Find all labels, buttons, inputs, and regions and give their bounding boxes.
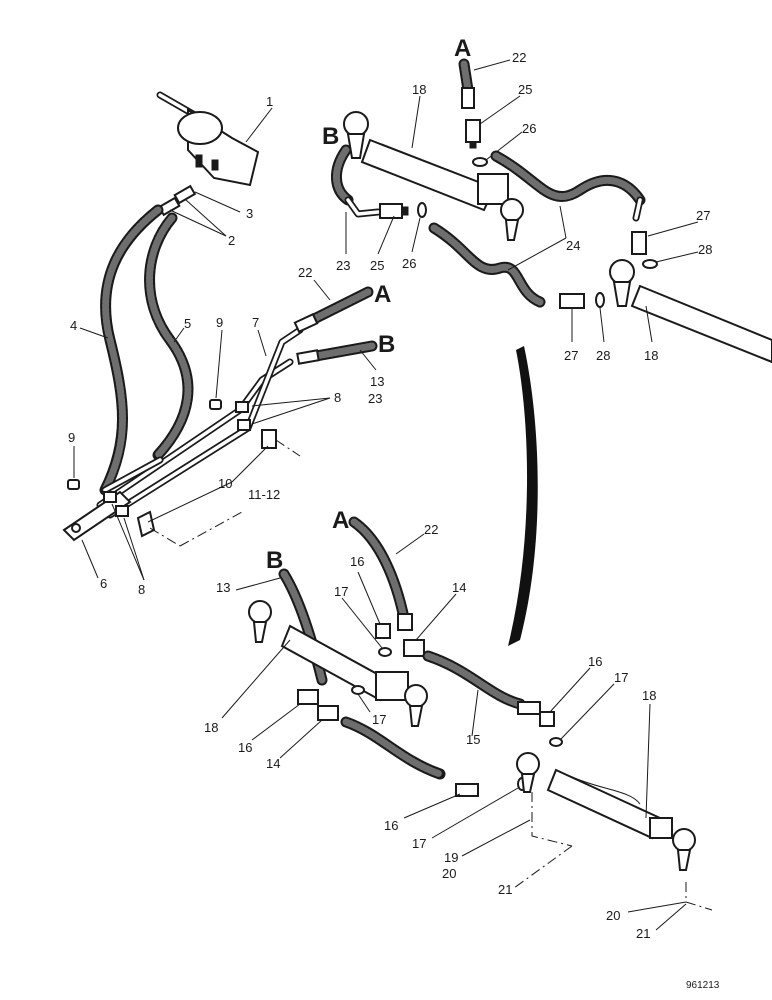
pipe-7: 7: [96, 315, 304, 519]
reference-code: 961213: [686, 980, 720, 991]
part-number-callout: 13: [216, 580, 230, 595]
part-number-callout: 11-12: [248, 487, 280, 502]
part-number-callout: 16: [384, 818, 398, 833]
part-number-callout: 20: [606, 908, 620, 923]
cylinder-18-bottom-right: 18: [516, 688, 696, 871]
hose-22-a-left: 22 A: [293, 265, 391, 334]
part-number-callout: 9: [216, 315, 223, 330]
connection-label-a: A: [374, 281, 391, 308]
part-number-callout: 26: [522, 121, 536, 136]
connection-label-a: A: [454, 35, 471, 62]
tee-14-top: 14: [403, 580, 466, 657]
cylinder-18-top: 18: [343, 82, 524, 241]
clips-8: 8 8: [103, 390, 341, 597]
fittings-16-17-right: 16 17: [539, 654, 628, 747]
part-number-callout: 16: [350, 554, 364, 569]
part-number-callout: 28: [698, 242, 712, 257]
part-number-callout: 17: [372, 712, 386, 727]
part-number-callout: 6: [100, 576, 107, 591]
hose-22-a-top: A 22: [454, 35, 526, 109]
part-number-callout: 23: [336, 258, 350, 273]
part-number-callout: 17: [614, 670, 628, 685]
caps-9: 9 9: [67, 315, 223, 490]
part-number-callout: 22: [298, 265, 312, 280]
part-number-callout: 2: [228, 233, 235, 248]
part-number-callout: 19: [444, 850, 458, 865]
part-number-callout: 5: [184, 316, 191, 331]
part-number-callout: 21: [498, 882, 512, 897]
part-number-callout: 18: [204, 720, 218, 735]
part-number-callout: 20: [442, 866, 456, 881]
part-number-callout: 10: [218, 476, 232, 491]
clamp-10: 10: [136, 429, 277, 538]
part-number-callout: 9: [68, 430, 75, 445]
part-number-callout: 1: [266, 94, 273, 109]
part-number-callout: 23: [368, 391, 382, 406]
part-number-callout: 4: [70, 318, 77, 333]
part-number-callout: 28: [596, 348, 610, 363]
part-number-callout: 25: [370, 258, 384, 273]
fittings-16-17-lower: 16 17: [384, 777, 527, 851]
fittings-16-17-top: 16 17: [334, 554, 392, 657]
bolt-line-11-12: 11-12: [149, 439, 301, 547]
part-number-callout: 18: [412, 82, 426, 97]
part-number-callout: 17: [412, 836, 426, 851]
connection-label-b: B: [266, 547, 283, 574]
part-number-callout: 17: [334, 584, 348, 599]
adapter-25-left: 25 26: [370, 202, 427, 273]
cylinder-18-bottom-left: 18 17: [204, 600, 428, 735]
hose-23-b-top: B 23: [322, 123, 382, 273]
part-number-callout: 13: [370, 374, 384, 389]
connection-label-b: B: [378, 331, 395, 358]
hose-13-23-b-left: 13 23 B: [296, 331, 395, 406]
shaded-pipe: [508, 346, 538, 646]
cylinder-18-right: 18: [609, 259, 772, 364]
part-number-callout: 22: [512, 50, 526, 65]
connection-label-b: B: [322, 123, 339, 150]
adapter-27-lower: 27 28: [559, 292, 610, 363]
part-number-callout: 26: [402, 256, 416, 271]
fittings-16-14-left: 16 14: [238, 689, 339, 771]
part-number-callout: 7: [252, 315, 259, 330]
part-number-callout: 3: [246, 206, 253, 221]
hose-22-a-bottom: A 22: [332, 507, 438, 631]
manifold-6: 6: [62, 490, 132, 591]
valve-port-fittings: 3 2: [157, 184, 253, 248]
part-number-callout: 18: [644, 348, 658, 363]
part-number-callout: 14: [266, 756, 280, 771]
connection-label-a: A: [332, 507, 349, 534]
adapter-27-right: 27 28: [631, 208, 712, 269]
part-number-callout: 14: [452, 580, 466, 595]
part-number-callout: 21: [636, 926, 650, 941]
hose-24: 24: [428, 150, 646, 308]
part-number-callout: 16: [238, 740, 252, 755]
hose-15: 15: [340, 650, 541, 780]
part-number-callout: 27: [564, 348, 578, 363]
part-number-callout: 25: [518, 82, 532, 97]
part-number-callout: 27: [696, 208, 710, 223]
part-number-callout: 15: [466, 732, 480, 747]
part-number-callout: 18: [642, 688, 656, 703]
part-number-callout: 22: [424, 522, 438, 537]
bolt-lines-19-20-21: 19 20 21 20 21: [442, 792, 713, 941]
adapter-25-top: 25 26: [465, 82, 536, 167]
part-number-callout: 8: [138, 582, 145, 597]
part-number-callout: 8: [334, 390, 341, 405]
part-number-callout: 24: [566, 238, 580, 253]
steering-valve: 1: [156, 91, 273, 187]
hose-4: 4: [70, 204, 164, 496]
part-number-callout: 16: [588, 654, 602, 669]
hose-5: 5: [144, 212, 194, 461]
